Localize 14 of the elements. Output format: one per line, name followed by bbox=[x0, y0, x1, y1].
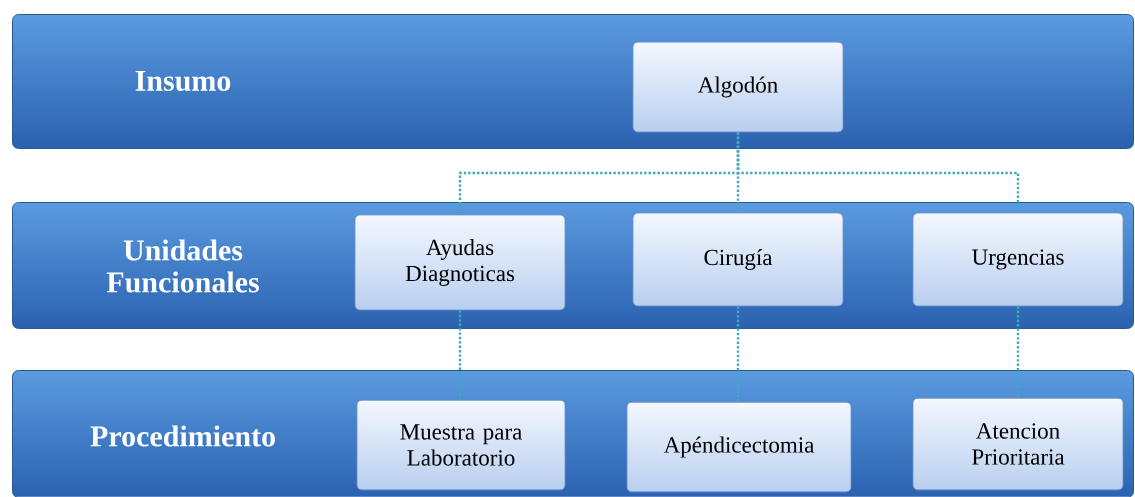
unit-box: Ayudas Diagnoticas bbox=[354, 214, 566, 311]
connector bbox=[736, 306, 740, 402]
unit-box: Urgencias bbox=[912, 212, 1124, 307]
band-heading: Procedimiento bbox=[90, 425, 275, 447]
connector bbox=[736, 132, 1020, 213]
band-heading: Insumo bbox=[135, 71, 231, 91]
connector bbox=[458, 310, 462, 400]
unit-box: Cirugía bbox=[632, 212, 844, 307]
unit-box: Apéndicectomia bbox=[626, 401, 852, 493]
band-heading: Unidades Funcionales bbox=[106, 239, 259, 293]
unit-box: Algodón bbox=[632, 41, 844, 133]
connector bbox=[1016, 306, 1020, 398]
unit-box: Atencion Prioritaria bbox=[912, 397, 1124, 491]
unit-box: Muestra para Laboratorio bbox=[356, 399, 566, 491]
